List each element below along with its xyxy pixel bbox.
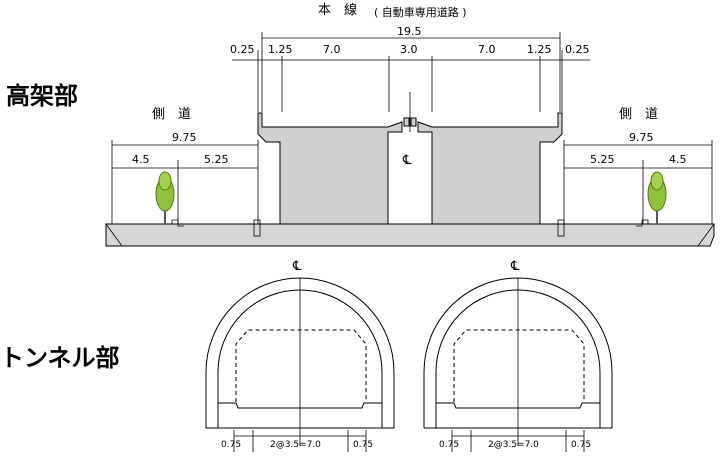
tunnel-left: ℄ 0.75 2@3.5=7.0 0.75 xyxy=(205,259,395,452)
dim-total-19-5: 19.5 xyxy=(397,25,422,38)
tunnel-left-dim-left: 0.75 xyxy=(221,440,241,450)
dim-right-a: 5.25 xyxy=(590,153,615,166)
tunnel-right-clearance xyxy=(453,329,585,402)
top-dimension-chain: 19.5 0.25 1.25 7.0 3.0 7.0 1.25 0.25 xyxy=(230,25,590,112)
dim-left-edge: 0.25 xyxy=(230,43,255,56)
dim-left-a: 4.5 xyxy=(132,153,150,166)
elevated-structure: ℄ xyxy=(105,92,715,247)
left-deck xyxy=(257,112,403,225)
centerline-symbol-tunnel-right: ℄ xyxy=(510,259,520,274)
dim-right-total: 9.75 xyxy=(629,131,654,144)
tree-left-icon xyxy=(155,171,175,224)
main-line-label: 本 線 xyxy=(318,2,357,18)
dim-left-lanes: 7.0 xyxy=(323,43,341,56)
right-deck xyxy=(417,112,563,225)
dim-right-lanes: 7.0 xyxy=(478,43,496,56)
tunnel-right: ℄ 0.75 2@3.5=7.0 0.75 xyxy=(423,259,613,452)
elevated-section-label: 高架部 xyxy=(6,82,78,110)
tree-right-icon xyxy=(647,171,667,224)
dim-right-shoulder: 1.25 xyxy=(527,43,552,56)
centerline-symbol-elevated: ℄ xyxy=(402,153,412,168)
side-road-right-label: 側 道 xyxy=(619,107,658,122)
dim-right-b: 4.5 xyxy=(669,153,687,166)
dim-left-b: 5.25 xyxy=(204,153,229,166)
median-barrier-left xyxy=(403,117,410,127)
centerline-symbol-tunnel-left: ℄ xyxy=(292,259,302,274)
dim-left-total: 9.75 xyxy=(172,131,197,144)
tunnel-right-dim-left: 0.75 xyxy=(439,440,459,450)
side-road-left-dimensions: 9.75 4.5 5.25 xyxy=(111,131,259,225)
tunnel-section-label: トンネル部 xyxy=(0,344,120,372)
side-road-right-dimensions: 9.75 5.25 4.5 xyxy=(563,131,713,225)
main-line-title: 本 線 ( 自動車専用道路 ) xyxy=(318,2,467,19)
median-barrier-right xyxy=(410,117,417,127)
ground-slab xyxy=(105,223,715,247)
tunnel-left-dim-right: 0.75 xyxy=(353,440,373,450)
tunnel-right-dim-right: 0.75 xyxy=(571,440,591,450)
dim-left-shoulder: 1.25 xyxy=(268,43,293,56)
tunnel-right-dim-lanes: 2@3.5=7.0 xyxy=(488,440,539,450)
tunnel-left-dim-lanes: 2@3.5=7.0 xyxy=(270,440,321,450)
dim-median: 3.0 xyxy=(400,43,418,56)
tunnel-left-clearance xyxy=(235,329,367,402)
dim-right-edge: 0.25 xyxy=(565,43,590,56)
side-road-left-label: 側 道 xyxy=(152,107,191,122)
main-line-sublabel: ( 自動車専用道路 ) xyxy=(374,5,467,19)
